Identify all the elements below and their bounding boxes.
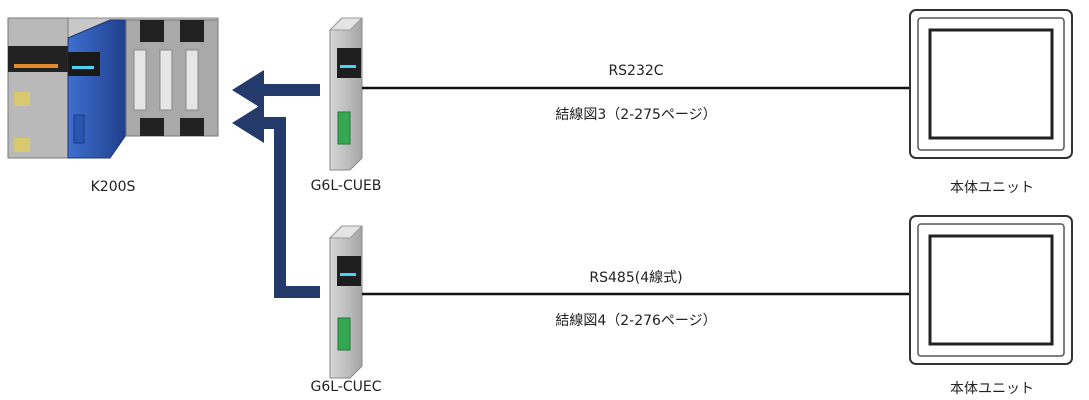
plc-k200s (7, 17, 219, 159)
connection-top-wiring: 結線図3（2-275ページ） (555, 107, 717, 123)
arrow-top (232, 70, 320, 110)
module-top-label: G6L-CUEB (310, 178, 382, 194)
hmi-top (909, 9, 1073, 159)
module-bottom-label: G6L-CUEC (310, 379, 382, 395)
hmi-bottom (909, 215, 1073, 365)
plc-label: K200S (90, 179, 136, 195)
connection-bottom-protocol: RS485(4線式) (589, 270, 683, 286)
module-g6l-cuec (328, 225, 364, 379)
hmi-bottom-label: 本体ユニット (950, 381, 1034, 397)
arrow-bottom (232, 103, 320, 298)
module-g6l-cueb (328, 17, 364, 171)
hmi-top-label: 本体ユニット (950, 180, 1034, 196)
connection-top-protocol: RS232C (608, 63, 664, 79)
connection-bottom-wiring: 結線図4（2-276ページ） (555, 313, 717, 329)
